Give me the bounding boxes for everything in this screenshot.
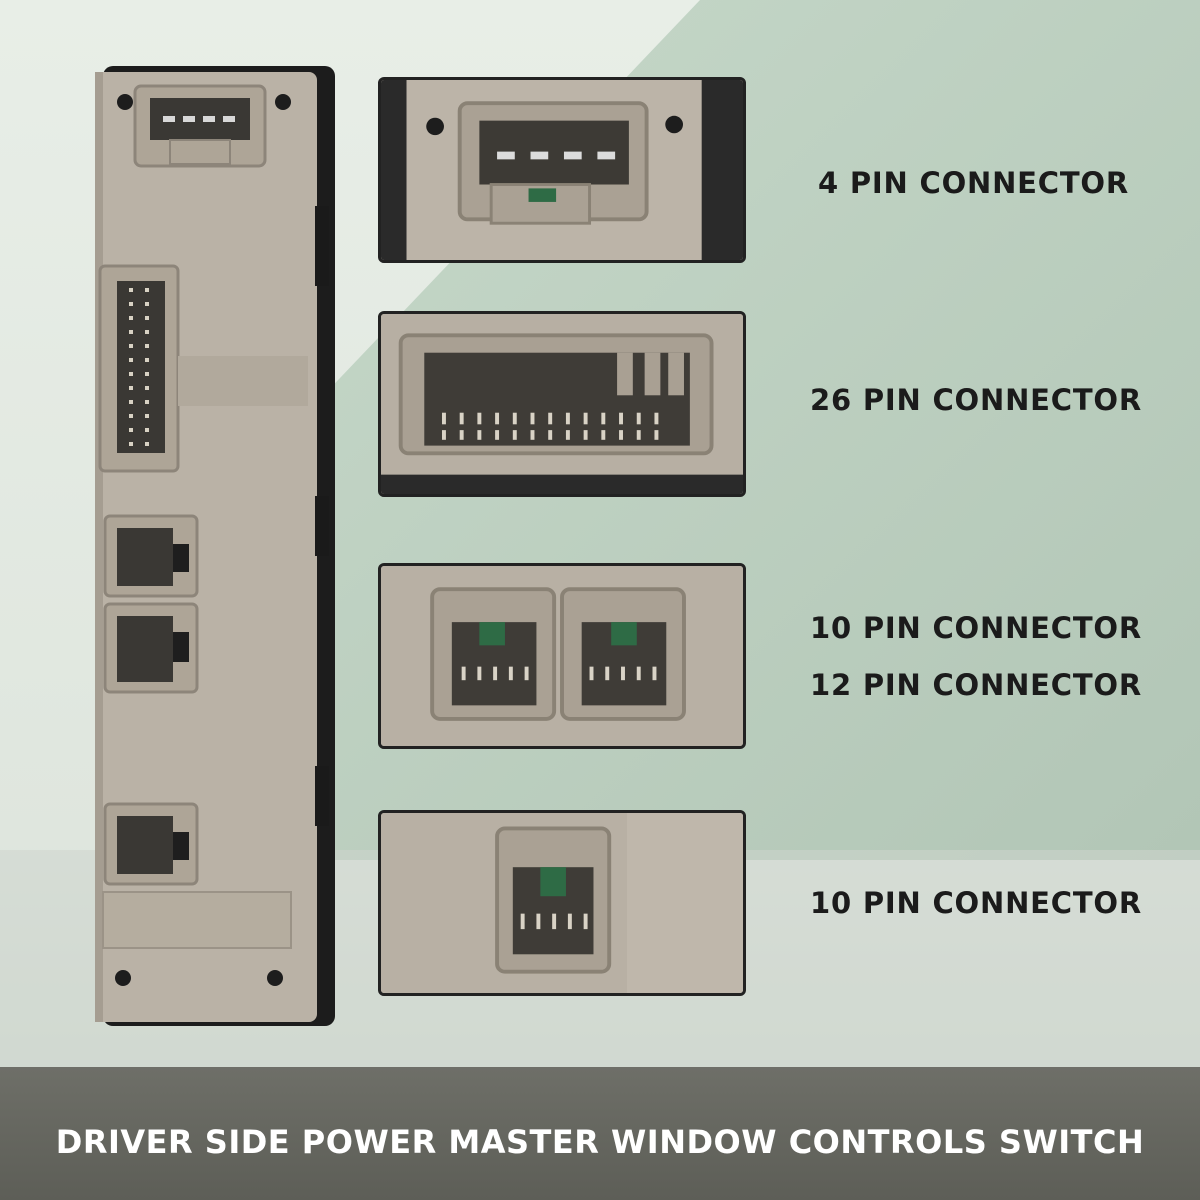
- label-10-pin-connector-lower: 10 PIN CONNECTOR: [810, 886, 1142, 920]
- zoom-panel-26-pin: [378, 311, 746, 497]
- zoom-panel-10-pin-lower: [378, 810, 746, 996]
- zoom-panel-10-and-12-pin: [378, 563, 746, 749]
- label-4-pin-connector: 4 PIN CONNECTOR: [818, 166, 1130, 200]
- bottom-banner: [0, 1067, 1200, 1200]
- master-switch-rear-housing: [95, 66, 335, 1026]
- label-26-pin-connector: 26 PIN CONNECTOR: [810, 383, 1142, 417]
- label-10-pin-connector: 10 PIN CONNECTOR: [810, 611, 1142, 645]
- label-12-pin-connector: 12 PIN CONNECTOR: [810, 668, 1142, 702]
- product-title: DRIVER SIDE POWER MASTER WINDOW CONTROLS…: [55, 1123, 1145, 1161]
- zoom-panel-4-pin: [378, 77, 746, 263]
